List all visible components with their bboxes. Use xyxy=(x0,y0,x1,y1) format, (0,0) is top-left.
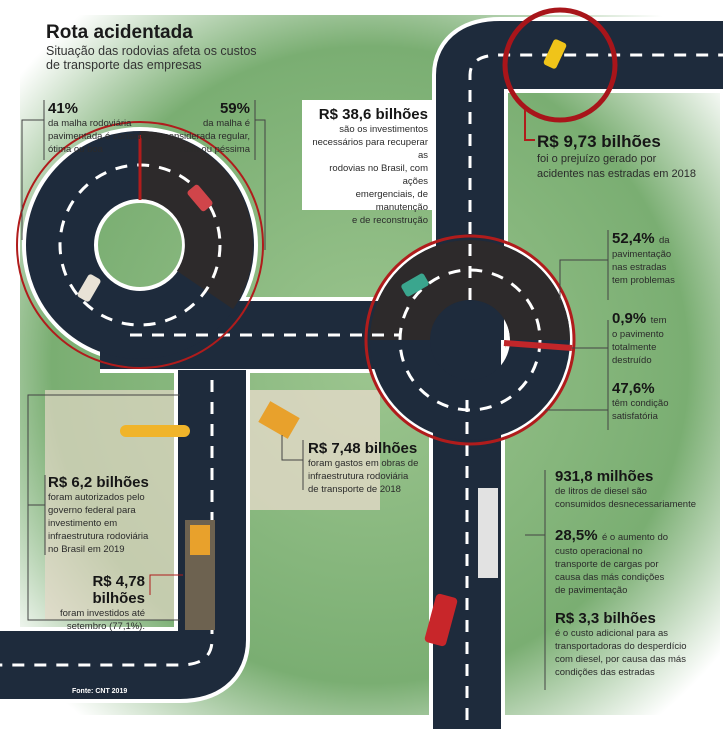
car-icon xyxy=(401,273,429,297)
stat-problems: 52,4% da pavimentação nas estradas tem p… xyxy=(612,230,675,287)
stat-value: 52,4% xyxy=(612,230,655,247)
stat-text: transporte de cargas por xyxy=(555,559,659,570)
stat-text: totalmente xyxy=(612,342,657,353)
stat-text: foi o prejuízo gerado por xyxy=(537,153,657,165)
stat-text: foram investidos até xyxy=(59,608,145,619)
bulldozer-icon xyxy=(258,401,300,439)
stat-text: necessários para recuperar as xyxy=(312,137,428,161)
stat-text: emergenciais, de manutenção xyxy=(355,189,428,213)
stat-text: é o custo adicional para as xyxy=(555,628,669,639)
stat-text: investimento em xyxy=(48,518,118,529)
stat-text: são os investimentos xyxy=(339,124,428,135)
stat-text: é o aumento do xyxy=(602,532,669,543)
stat-value: R$ 38,6 bilhões xyxy=(318,106,428,123)
stat-text: custo operacional no xyxy=(555,546,643,557)
stat-text: ruim ou péssima xyxy=(180,144,250,155)
stat-text: considerada regular, xyxy=(163,131,250,142)
stat-value: R$ 3,3 bilhões xyxy=(555,610,656,627)
stat-text: pavimentação xyxy=(612,249,672,260)
stat-text: de litros de diesel são xyxy=(555,486,647,497)
stat-text: da xyxy=(659,235,670,246)
stat-text: causa das más condições xyxy=(555,572,665,583)
stat-text: acidentes nas estradas em 2018 xyxy=(537,168,696,180)
stat-text: governo federal para xyxy=(48,505,136,516)
stat-text: setembro (77,1%). xyxy=(66,621,145,632)
loop-outline xyxy=(16,121,264,369)
subtitle: Situação das rodovias afeta os custos xyxy=(46,44,257,58)
stat-text: infraestrutura rodoviária xyxy=(48,531,149,542)
car-icon xyxy=(187,184,213,212)
stat-text: satisfatória xyxy=(612,411,658,422)
stat-text: transportadoras do desperdício xyxy=(555,641,687,652)
stat-value: R$ 7,48 bilhões xyxy=(308,440,418,457)
stat-value: 41% xyxy=(48,100,79,117)
investment-needed-card: R$ 38,6 bilhões são os investimentos nec… xyxy=(302,100,436,226)
stat-cost-increase: 28,5% é o aumento do custo operacional n… xyxy=(555,527,668,597)
stat-destroyed: 0,9% tem o pavimento totalmente destruíd… xyxy=(612,310,667,367)
stat-text: da malha rodoviária xyxy=(48,118,132,129)
stat-value: 59% xyxy=(219,100,250,117)
stat-value: R$ 6,2 bilhões xyxy=(48,474,149,491)
stat-satisfactory: 47,6% têm condição satisfatória xyxy=(612,380,669,423)
car-icon xyxy=(77,274,101,302)
page-title: Rota acidentada xyxy=(46,22,193,43)
roads xyxy=(0,17,723,729)
stat-text: condições das estradas xyxy=(555,667,655,678)
stat-text: no Brasil em 2019 xyxy=(48,544,125,555)
stat-good: 41% da malha rodoviária pavimentada é co… xyxy=(48,100,178,156)
source-note: Fonte: CNT 2019 xyxy=(72,688,128,695)
stat-text: consumidos desnecessariamente xyxy=(555,499,696,510)
stat-text: foram autorizados pelo xyxy=(48,492,145,503)
stat-text: têm condição xyxy=(612,398,669,409)
header: Rota acidentada Situação das rodovias af… xyxy=(46,22,257,72)
stat-authorized: R$ 6,2 bilhões foram autorizados pelo go… xyxy=(48,474,149,556)
stat-text: destruído xyxy=(612,355,652,366)
stat-text: nas estradas xyxy=(612,262,667,273)
leader-lines xyxy=(21,100,609,690)
stat-value: R$ 4,78 bilhões xyxy=(92,573,145,607)
stat-text: de transporte de 2018 xyxy=(308,484,401,495)
crane-icon xyxy=(120,425,190,437)
subtitle: de transporte das empresas xyxy=(46,58,202,72)
stat-text: tem xyxy=(650,315,667,326)
stat-text: ótima ou boa xyxy=(48,144,103,155)
stat-bad: 59% da malha é considerada regular, ruim… xyxy=(150,100,250,156)
stat-spent: R$ 7,48 bilhões foram gastos em obras de… xyxy=(308,440,418,496)
stat-value: 47,6% xyxy=(612,380,655,397)
accident-circle xyxy=(502,7,618,123)
stat-text: e de reconstrução xyxy=(351,215,428,226)
stat-accidents: R$ 9,73 bilhões foi o prejuízo gerado po… xyxy=(537,132,696,182)
paving-truck-icon xyxy=(190,525,210,555)
roundabout-outline xyxy=(364,234,576,446)
car-icon xyxy=(543,39,567,69)
stat-text: de pavimentação xyxy=(555,585,628,596)
stat-value: 931,8 milhões xyxy=(555,468,654,485)
stat-extra-cost: R$ 3,3 bilhões é o custo adicional para … xyxy=(555,610,687,679)
stat-invested: R$ 4,78 bilhões foram investidos até set… xyxy=(40,573,145,633)
stat-text: infraestrutura rodoviária xyxy=(308,471,409,482)
stat-text: pavimentada é considerada xyxy=(48,131,165,142)
stat-text: com diesel, por causa das más xyxy=(555,654,686,665)
stat-value: 28,5% xyxy=(555,527,598,544)
stat-value: 0,9% xyxy=(612,310,647,327)
stat-text: tem problemas xyxy=(612,275,675,286)
stat-diesel: 931,8 milhões de litros de diesel são co… xyxy=(555,468,696,511)
truck-icon xyxy=(478,488,498,578)
car-icon xyxy=(424,593,458,647)
stat-value: R$ 9,73 bilhões xyxy=(537,132,661,151)
stat-text: o pavimento xyxy=(612,329,664,340)
stat-text: da malha é xyxy=(202,118,250,129)
stat-text: rodovias no Brasil, com ações xyxy=(329,163,428,187)
stat-text: foram gastos em obras de xyxy=(308,458,419,469)
